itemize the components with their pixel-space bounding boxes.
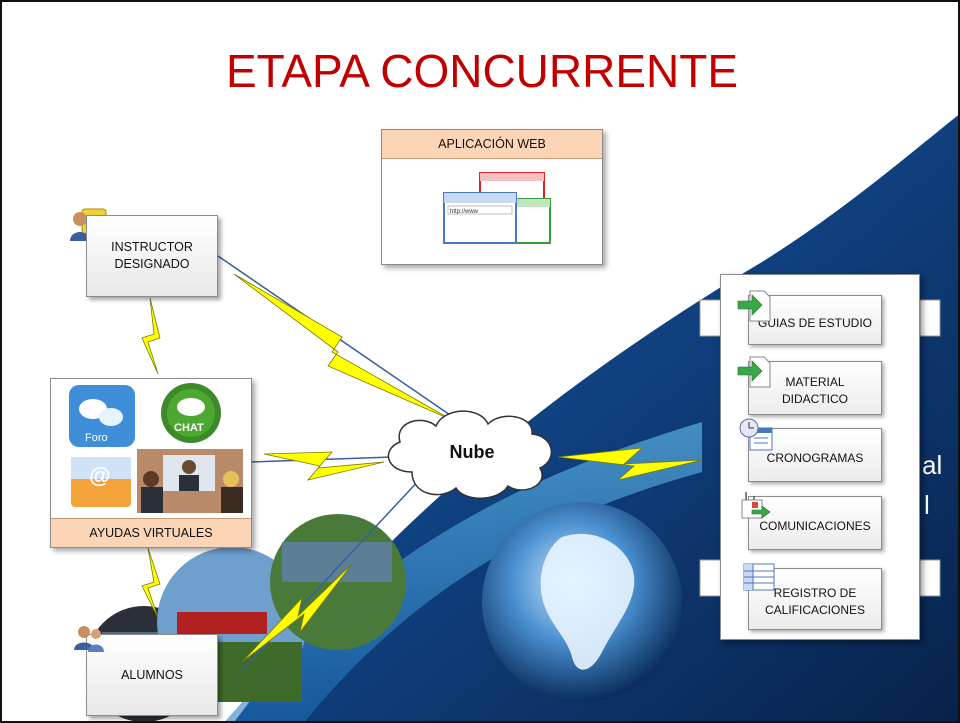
- web-app-panel: APLICACIÓN WEB http://www: [381, 129, 603, 265]
- document-arrow-icon: [736, 289, 772, 328]
- ayudas-virtuales-label: AYUDAS VIRTUALES: [51, 518, 251, 547]
- link-instructor-cloud: [217, 255, 473, 431]
- bolt-ayudas-students: [141, 547, 161, 619]
- clip-arrow-icon: [738, 488, 774, 527]
- bolt-instructor-ayudas: [141, 297, 161, 375]
- table-icon: [742, 562, 778, 599]
- bolt-cloud-resources: [557, 447, 703, 481]
- chat-label: CHAT: [174, 422, 204, 434]
- globe-continent: [540, 533, 635, 670]
- bolt-instructor-cloud: [233, 273, 453, 421]
- bolt-ayudas-cloud: [263, 451, 385, 481]
- url-text: http://www: [450, 209, 479, 215]
- students-label: ALUMNOS: [121, 667, 183, 682]
- resource-label: COMUNICACIONES: [759, 518, 871, 533]
- instructor-label: INSTRUCTOR DESIGNADO: [111, 240, 193, 271]
- slide-title: ETAPA CONCURRENTE: [225, 45, 739, 97]
- resource-label: REGISTRO DE CALIFICACIONES: [764, 586, 866, 617]
- resource-comunicaciones: COMUNICACIONES: [748, 496, 882, 550]
- email-symbol: @: [89, 463, 110, 488]
- foro-label: Foro: [85, 432, 108, 444]
- bg-fragment-2: l: [924, 490, 930, 520]
- web-app-label: APLICACIÓN WEB: [382, 130, 602, 159]
- students-node: ALUMNOS: [86, 634, 218, 716]
- resource-label: MATERIAL DIDACTICO: [782, 375, 848, 406]
- ayudas-icons: Foro CHAT @: [69, 383, 243, 513]
- cloud-shape: [387, 410, 553, 499]
- bolt-students-cloud: [241, 563, 353, 663]
- cloud-label: Nube: [449, 442, 495, 462]
- bg-fragment-1: al: [922, 450, 942, 480]
- instructor-node: INSTRUCTOR DESIGNADO: [86, 215, 218, 297]
- resource-registro: REGISTRO DE CALIFICACIONES: [748, 568, 882, 630]
- ayudas-virtuales-panel: Foro CHAT @ AYUDAS VIRTUALES: [50, 378, 252, 548]
- browser-windows-icon: http://www: [443, 172, 551, 244]
- resource-label: CRONOGRAMAS: [766, 450, 864, 465]
- clock-table-icon: [738, 418, 774, 457]
- document-arrow-icon: [736, 355, 772, 394]
- resource-label: GUIAS DE ESTUDIO: [757, 315, 873, 330]
- students-icon: [72, 622, 108, 661]
